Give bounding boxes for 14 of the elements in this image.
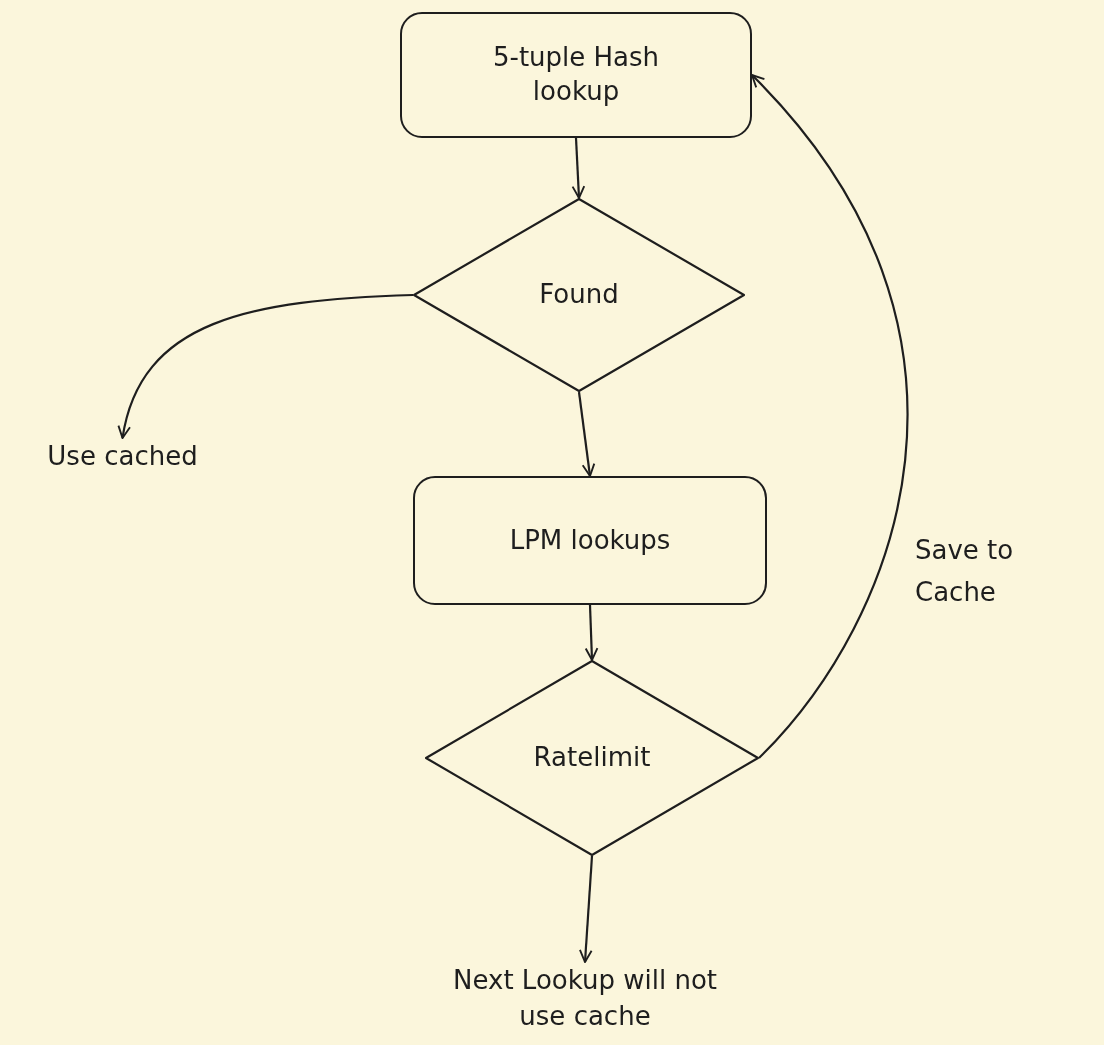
arrow	[118, 293, 414, 439]
arrow	[571, 137, 586, 199]
node-label: Ratelimit	[533, 741, 651, 775]
process-box	[400, 12, 752, 138]
node-label: Found	[539, 278, 619, 312]
arrow	[584, 604, 599, 661]
arrow	[577, 391, 596, 477]
process-box	[413, 476, 767, 605]
arrow	[751, 74, 909, 759]
text-label: Next Lookup will not use cache	[445, 962, 725, 1044]
text-label: Use cached	[15, 438, 230, 482]
node-label: LPM lookups	[509, 523, 671, 557]
arrow	[579, 855, 594, 963]
node-label: 5-tuple Hash lookup	[491, 41, 661, 108]
